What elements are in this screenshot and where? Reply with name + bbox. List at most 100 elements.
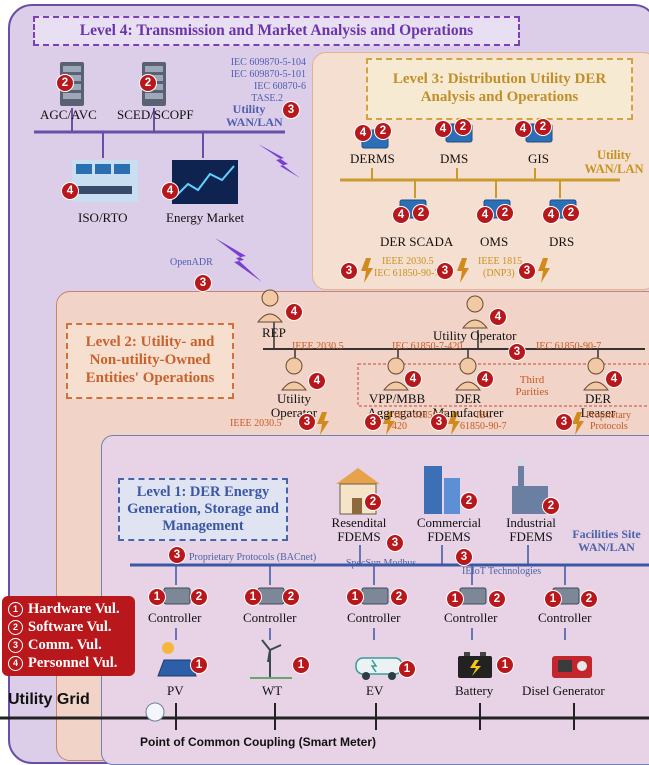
iec-60870-label: IEC 60870-6 [254, 81, 306, 92]
der-manufacturer-label: DER Manufacturer [432, 391, 504, 421]
l3-proto-ieee2030-label: IEEE 2030.5 [382, 256, 434, 267]
vulnerability-badge: 2 [542, 497, 560, 515]
solar-panel-icon [157, 642, 197, 677]
wind-turbine-icon [250, 639, 292, 679]
vulnerability-badge: 4 [605, 370, 623, 388]
vulnerability-badge: 4 [476, 370, 494, 388]
control-room-icon [72, 160, 138, 202]
controller-label-3: Controller [347, 610, 401, 625]
vulnerability-badge: 2 [412, 204, 430, 222]
third-parties-box [357, 363, 649, 407]
vulnerability-badge: 2 [488, 590, 506, 608]
legend-personnel: Personnel Vul. [28, 654, 118, 671]
iso-rto-label: ISO/RTO [78, 210, 128, 225]
vulnerability-badge: 2 [390, 588, 408, 606]
rep-label: REP [262, 325, 286, 340]
vulnerability-badge: 2 [534, 118, 552, 136]
vpp-aggregator-label: VPP/MBB Aggregator [367, 391, 427, 421]
vulnerability-badge: 4 [514, 120, 532, 138]
l2-down-protocols-label: Protocols [590, 421, 628, 432]
vulnerability-badge: 2 [139, 74, 157, 92]
facilities-wan-label: Facilities Site WAN/LAN [572, 527, 641, 555]
vulnerability-badge: 3 [340, 262, 358, 280]
agc-avc-label: AGC/AVC [40, 107, 97, 122]
l2-bus-iec420-label: IEC 61850-7-420 [392, 341, 463, 352]
vulnerability-badge: 2 [454, 118, 472, 136]
dms-label: DMS [440, 151, 469, 166]
vulnerability-badge: 4 [542, 206, 560, 224]
vulnerability-badge: 2 [190, 588, 208, 606]
level4-wan-label: Utility WAN/LAN [226, 102, 283, 129]
vulnerability-badge: 1 [148, 588, 166, 606]
wt-label: WT [262, 683, 283, 698]
vulnerability-badge: 3 [386, 534, 404, 552]
vulnerability-badge: 1 [190, 656, 208, 674]
level4-title: Level 4: Transmission and Market Analysi… [33, 16, 520, 46]
vulnerability-badge: 3 [298, 413, 316, 431]
vulnerability-badge: 3 [518, 262, 536, 280]
vulnerability-badge: 3 [430, 413, 448, 431]
specsun-modbus-label: SpecSun Modbus [346, 558, 417, 569]
ev-label: EV [366, 683, 384, 698]
vulnerability-badge: 4 [354, 124, 372, 142]
vulnerability-badge: 4 [61, 182, 79, 200]
controller-label-2: Controller [243, 610, 297, 625]
disel-generator-label: Disel Generator [522, 683, 605, 698]
vulnerability-badge: 3 [555, 413, 573, 431]
vulnerability-badge: 1 [544, 590, 562, 608]
vulnerability-badge: 4 [308, 372, 326, 390]
ieiot-label: IEIoT Technologies [462, 566, 542, 577]
factory-icon [512, 458, 548, 514]
vulnerability-badge: 3 [168, 546, 186, 564]
battery-icon [458, 652, 492, 678]
level3-title: Level 3: Distribution Utility DER Analys… [366, 58, 633, 120]
legend-comm: Comm. Vul. [28, 636, 102, 653]
der-leaser-label: DER Leaser [580, 391, 616, 421]
vulnerability-badge: 2 [282, 588, 300, 606]
legend-num-3: 3 [8, 637, 23, 653]
vulnerability-badge: 2 [56, 74, 74, 92]
utility-operator-top-label: Utility Operator [433, 328, 517, 343]
legend-num-1: 1 [8, 601, 23, 617]
vulnerability-badge: 4 [434, 120, 452, 138]
vulnerability-badge: 3 [508, 343, 526, 361]
battery-label: Battery [455, 683, 494, 698]
l2-bus-ieee2030-label: IEEE 2030.5 [292, 341, 344, 352]
vulnerability-badge: 4 [476, 206, 494, 224]
legend-software: Software Vul. [28, 618, 112, 635]
l2-down-proprietary-label: Proprietary [586, 410, 631, 421]
vulnerability-badge: 4 [285, 303, 303, 321]
l2-down-ieee2030-label: IEEE 2030.5 [230, 418, 282, 429]
l2-down-iec420-label: IEC 61850-7- [394, 410, 450, 421]
sced-scopf-label: SCED/SCOPF [117, 107, 194, 122]
l3-proto-dnp3-label: (DNP3) [483, 268, 515, 279]
vulnerability-badge: 1 [446, 590, 464, 608]
iec-101-label: IEC 609870-5-101 [230, 69, 306, 80]
bolt-openadr [215, 238, 262, 282]
vulnerability-badge: 4 [392, 206, 410, 224]
controller-icon-1 [163, 587, 191, 605]
l2-bus-iec907-label: IEC 61850-90-7 [536, 341, 602, 352]
l2-down-iec420-cont-label: 420 [392, 421, 407, 432]
smart-meter-icon [145, 702, 165, 722]
bolt-wan-to-l3 [258, 144, 300, 178]
oms-label: OMS [480, 234, 509, 249]
vulnerability-badge: 1 [496, 656, 514, 674]
l2-down-iec907-cont-label: 61850-90-7 [460, 421, 507, 432]
level2-title: Level 2: Utility- and Non-utility-Owned … [66, 323, 234, 399]
vulnerability-badge: 4 [161, 182, 179, 200]
energy-market-label: Energy Market [166, 210, 245, 225]
l3-proto-ieee1815-label: IEEE 1815 [478, 256, 523, 267]
industrial-fdems-label: Industrial FDEMS [506, 515, 556, 545]
legend-hardware: Hardware Vul. [28, 600, 120, 617]
vulnerability-badge: 2 [496, 204, 514, 222]
vulnerability-badge: 1 [292, 656, 310, 674]
controller-label-1: Controller [148, 610, 202, 625]
energy-market-icon [172, 160, 238, 204]
controller-icon-4 [459, 587, 487, 605]
third-parties-label: Third Parities [515, 374, 549, 399]
drs-label: DRS [549, 234, 575, 249]
vulnerability-badge: 2 [374, 122, 392, 140]
electric-car-icon [355, 657, 403, 680]
